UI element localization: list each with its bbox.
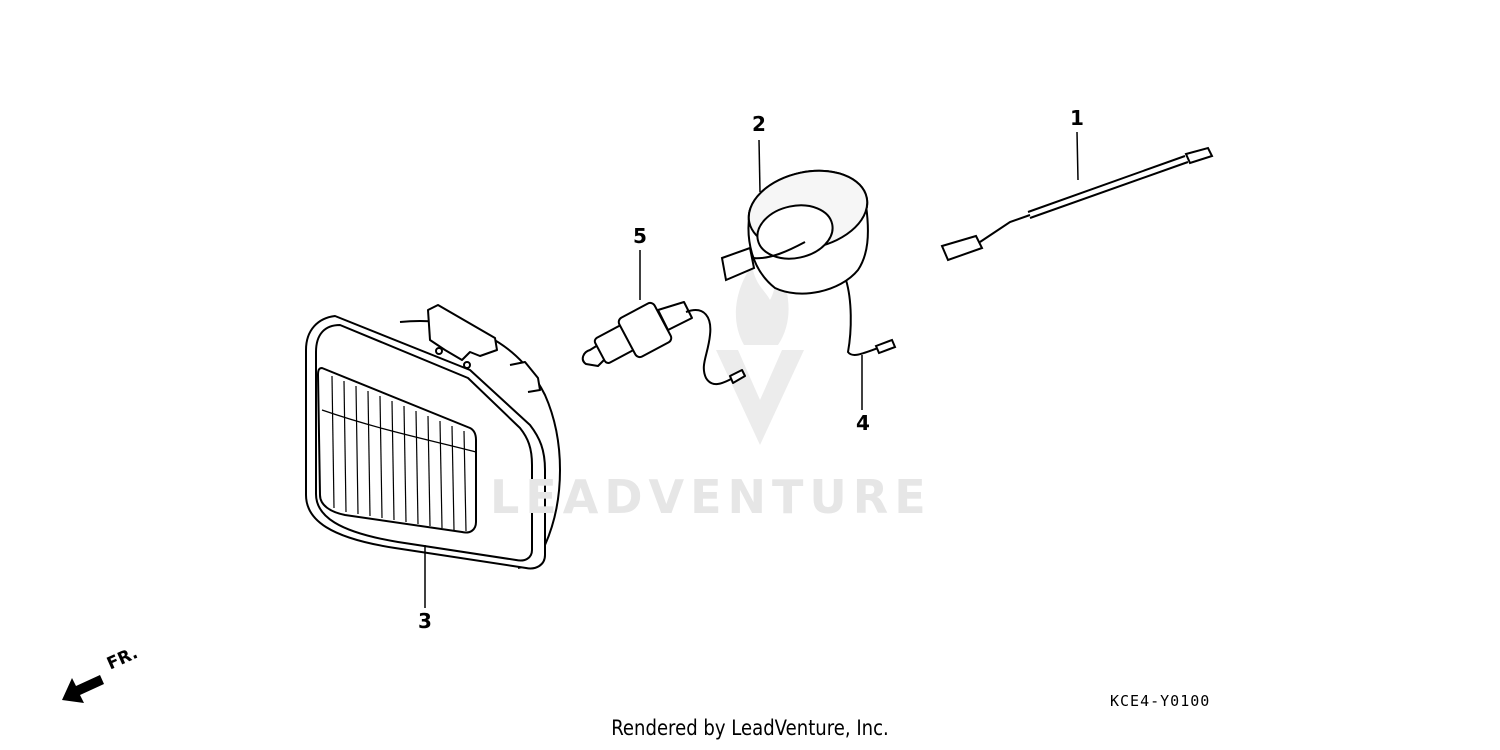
callout-3: 3	[418, 609, 432, 633]
cord	[940, 146, 1214, 262]
dust-cover	[720, 169, 869, 295]
footer-credit: Rendered by LeadVenture, Inc.	[611, 716, 889, 740]
leader-lines	[424, 131, 1079, 608]
callout-1: 1	[1070, 106, 1084, 130]
diagram-code: KCE4-Y0100	[1110, 692, 1211, 710]
front-direction-arrow-icon	[62, 675, 104, 703]
callout-2: 2	[752, 112, 766, 136]
lead-wire	[845, 279, 897, 356]
watermark-text: LEADVENTURE	[490, 470, 932, 524]
bulb-socket	[581, 301, 746, 385]
headlight-assembly	[305, 304, 561, 570]
callout-5: 5	[633, 224, 647, 248]
callout-4: 4	[856, 411, 870, 435]
